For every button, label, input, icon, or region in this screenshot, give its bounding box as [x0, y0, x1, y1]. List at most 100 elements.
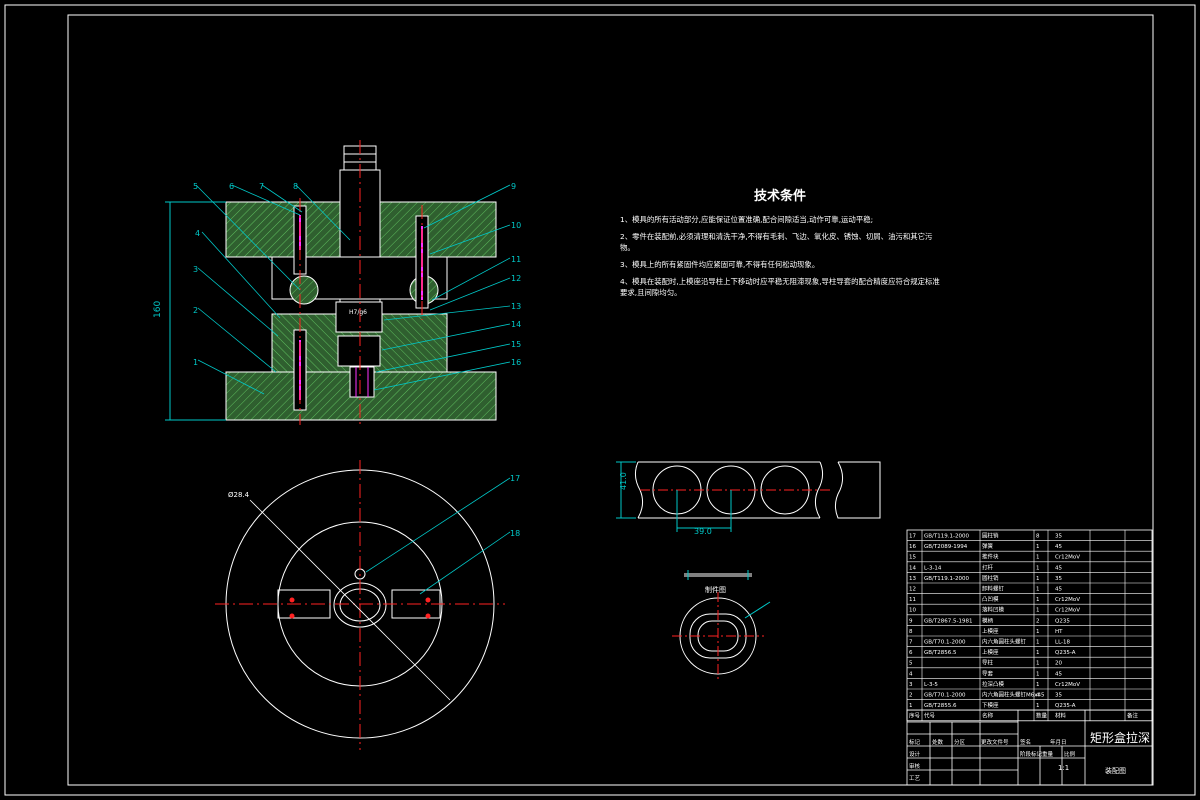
bom-header-cell: 代号 [924, 712, 936, 720]
bom-cell: 16 [909, 544, 916, 550]
bom-cell: 7 [909, 640, 913, 646]
bom-header-cell: 序号 [909, 712, 921, 720]
bom-cell: 1 [1036, 640, 1040, 646]
title-block [906, 709, 1153, 786]
bom-cell: 1 [1036, 682, 1040, 688]
part-4: 4 [195, 229, 200, 238]
bom-cell: 打杆 [982, 563, 994, 571]
bom-cell: Cr12MoV [1055, 555, 1080, 561]
bom-cell: 45 [1055, 565, 1062, 571]
height-dim: 160 [153, 301, 163, 318]
tb-date: 年月日 [1050, 738, 1067, 746]
part-7: 7 [259, 182, 264, 191]
bom-cell: 上模座 [982, 648, 999, 656]
bom-cell: 13 [909, 576, 916, 582]
bom-cell: GB/T2867.5-1981 [924, 618, 972, 624]
bom-cell: 20 [1055, 661, 1062, 667]
bom-cell: GB/T70.1-2000 [924, 640, 966, 646]
bom-cell: 9 [909, 618, 913, 624]
bom-header-cell: 数量 [1036, 712, 1048, 720]
tb-weight: 重量 [1042, 750, 1054, 758]
bom-cell: GB/T2089-1994 [924, 544, 968, 550]
part-numbers: 1 2 3 4 5 6 7 8 9 10 11 12 13 14 15 16 1… [193, 182, 521, 538]
tb-process: 工艺 [909, 775, 921, 782]
bom-cell: 下模座 [982, 701, 999, 709]
part-leaders [195, 184, 511, 395]
bom-cell: 35 [1055, 576, 1062, 582]
bom-cell: 1 [1036, 555, 1040, 561]
tb-stage: 阶段标记 [1020, 750, 1043, 758]
bom-cell: 落料凹模 [982, 606, 1005, 614]
inner-border [67, 14, 1154, 786]
tb-count: 处数 [932, 738, 944, 746]
bom-cell: 11 [909, 597, 916, 603]
bom-cell: 2 [1036, 618, 1040, 624]
bom-cell: HT [1055, 629, 1063, 635]
bom-cell: GB/T2855.6 [924, 703, 957, 709]
bom-cell: 15 [909, 555, 916, 561]
bom-cell: 拉深凸模 [982, 680, 1005, 688]
bom-cell: L-3-5 [924, 682, 938, 688]
bom-cell: 1 [1036, 650, 1040, 656]
part-16: 16 [511, 358, 521, 367]
part-17: 17 [510, 474, 520, 483]
bom-cell: 1 [1036, 587, 1040, 593]
bom-cell: 圆柱销 [982, 532, 999, 540]
bom-cell: 45 [1055, 544, 1062, 550]
bom-cell: GB/T119.1-2000 [924, 534, 969, 540]
plan-view: Ø28.4 [215, 460, 511, 750]
bom-cell: 1 [1036, 629, 1040, 635]
part-2: 2 [193, 306, 198, 315]
tb-ratio: 比例 [1064, 750, 1076, 758]
bom-cell: 6 [909, 650, 913, 656]
bom-cell: LL-18 [1055, 640, 1071, 646]
bom-cell: 8 [1036, 534, 1040, 540]
bom-cell: 内六角圆柱头螺钉M6x45 [982, 691, 1045, 699]
bom-cell: 14 [909, 565, 916, 571]
bom-cell: 3 [909, 682, 913, 688]
bom-cell: L-3-14 [924, 565, 942, 571]
bom-cell: 1 [1036, 703, 1040, 709]
bom-cell: 凸凹模 [982, 595, 999, 603]
bom-cell: 上模座 [982, 627, 999, 635]
bom-cell: 1 [1036, 661, 1040, 667]
bom-cell: 5 [909, 661, 913, 667]
drawing-subtitle: 装配图 [1105, 766, 1126, 775]
bom-cell: 45 [1055, 587, 1062, 593]
tech-item-2: 2、零件在装配前,必须清理和清洗干净,不得有毛刺、飞边、氧化皮、锈蚀、切屑、油污… [620, 232, 933, 252]
bom-cell: 1 [909, 703, 913, 709]
part-6: 6 [229, 182, 234, 191]
bom-cell: Q235 [1055, 618, 1070, 624]
workpiece-drawing: 制件图 [672, 570, 771, 680]
bom-cell: 45 [1055, 671, 1062, 677]
bom-cell: Cr12MoV [1055, 682, 1080, 688]
drawing-title: 矩形盒拉深 [1090, 730, 1150, 745]
bom-cell: 4 [1036, 693, 1040, 699]
part-15: 15 [511, 340, 521, 349]
bom-cell: 弹簧 [982, 542, 994, 550]
bom-cell: 1 [1036, 565, 1040, 571]
bom-cell: 35 [1055, 534, 1062, 540]
technical-requirements: 技术条件 1、模具的所有活动部分,应能保证位置准确,配合间隙适当,动作可靠,运动… [620, 185, 940, 304]
bom-cell: Cr12MoV [1055, 608, 1080, 614]
part-11: 11 [511, 255, 521, 264]
part-18: 18 [510, 529, 520, 538]
bom-cell: 8 [909, 629, 913, 635]
tech-item-3: 3、模具上的所有紧固件均应紧固可靠,不得有任何松动现象。 [620, 260, 820, 269]
part-3: 3 [193, 265, 198, 274]
part-12: 12 [511, 274, 521, 283]
bom-cell: 模柄 [982, 616, 994, 624]
part-14: 14 [511, 320, 521, 329]
tb-review: 审核 [909, 762, 921, 770]
outer-border [4, 4, 1196, 796]
workpiece-title: 制件图 [705, 585, 726, 594]
tech-item-4: 4、模具在装配时,上模座沿导柱上下移动时应平稳无阻滞现象,导柱导套的配合精度应符… [620, 277, 940, 297]
tb-zone: 分区 [954, 738, 966, 746]
bom-cell: 圆柱销 [982, 574, 999, 582]
bom-header-cell: 名称 [982, 712, 994, 720]
strip-layout: 39.0 41.0 [616, 461, 881, 536]
part-9: 9 [511, 182, 516, 191]
bom-cell: 12 [909, 587, 916, 593]
bom-cell: 卸料螺钉 [982, 585, 1005, 593]
